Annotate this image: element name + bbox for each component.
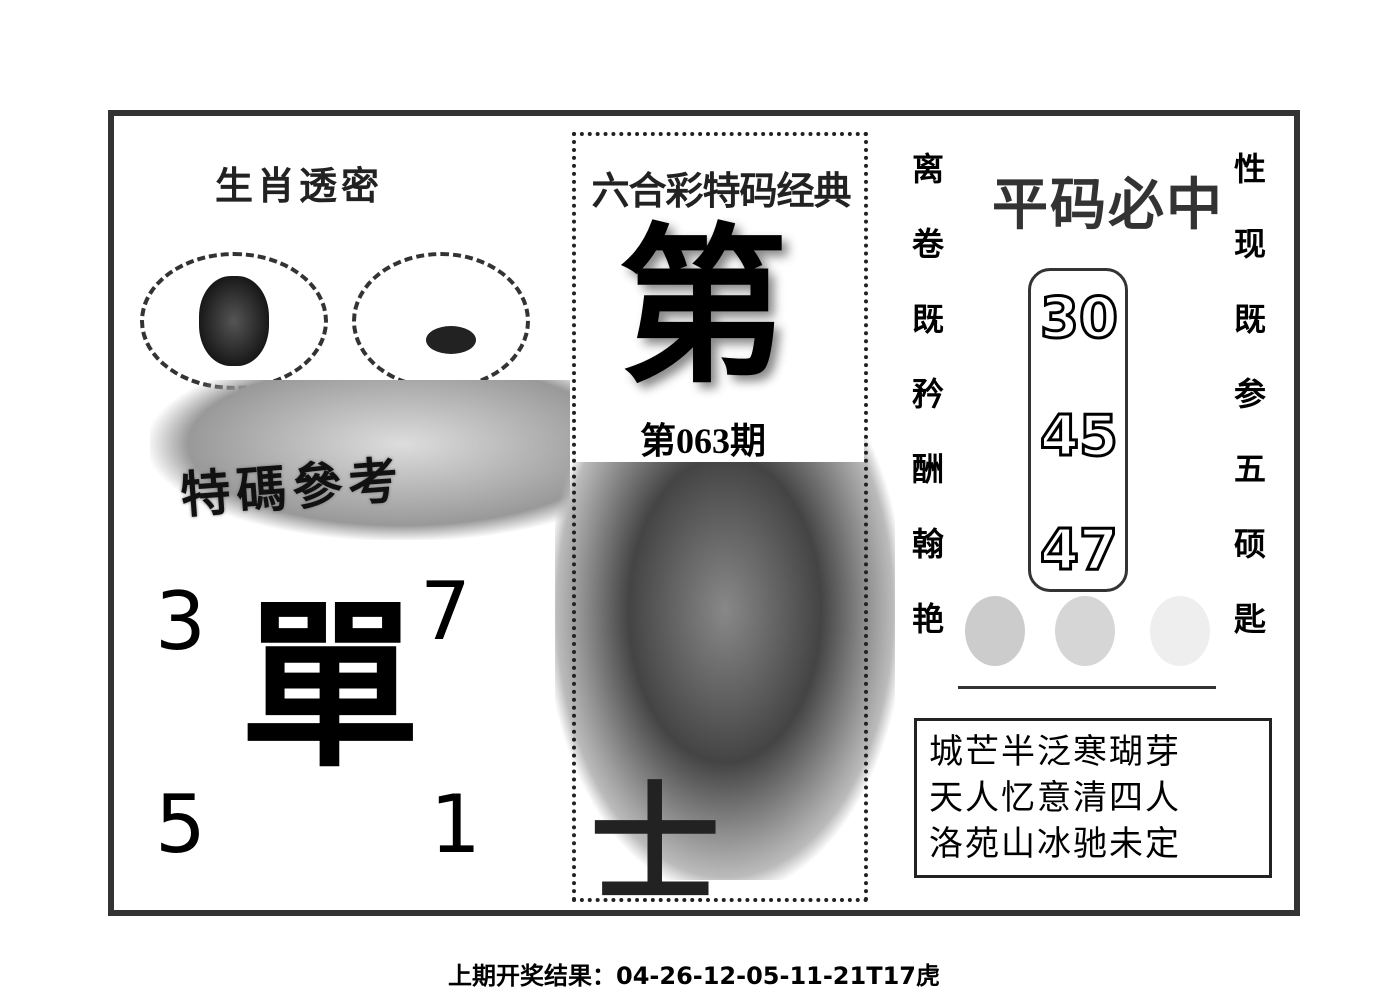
monkey-circle [140,252,328,390]
number-47: 47 [1039,517,1120,585]
monkey-icon [199,276,269,366]
poem-box: 城芒半泛寒瑚芽 天人忆意清四人 洛苑山冰驰未定 [914,718,1272,878]
issue-number: 第063期 [640,421,767,461]
rat-icon [426,326,476,354]
number-box [1028,268,1128,592]
poem-line: 洛苑山冰驰未定 [929,824,1181,864]
flower-art [150,380,570,540]
number-45: 45 [1039,403,1120,471]
number-1: 1 [430,778,481,871]
egg-art [1150,596,1210,666]
poem-line: 天人忆意清四人 [929,778,1181,818]
leaf-art [555,430,895,880]
right-title: 平码必中 [992,173,1224,238]
middle-title: 六合彩特码经典 [591,169,851,213]
egg-art [965,596,1025,666]
last-result: 上期开奖结果：04-26-12-05-11-21T17虎 [448,962,940,990]
rat-circle [352,252,530,390]
dotted-box [572,132,868,902]
zodiac-title: 生肖透密 [215,164,384,208]
number-30: 30 [1039,285,1120,353]
outer-frame [108,110,1300,916]
left-column: 离卷既矜酬翰艳 [911,150,944,638]
number-5: 5 [155,778,206,871]
big-char: 第 [618,207,789,407]
dan-char: 單 [240,583,421,792]
divider [958,686,1216,689]
poem-line: 城芒半泛寒瑚芽 [929,732,1181,772]
number-3: 3 [155,575,206,668]
art-char: 士 [590,769,721,921]
right-column: 性现既参五硕匙 [1233,150,1266,638]
number-7: 7 [420,565,471,658]
egg-art [1055,596,1115,666]
